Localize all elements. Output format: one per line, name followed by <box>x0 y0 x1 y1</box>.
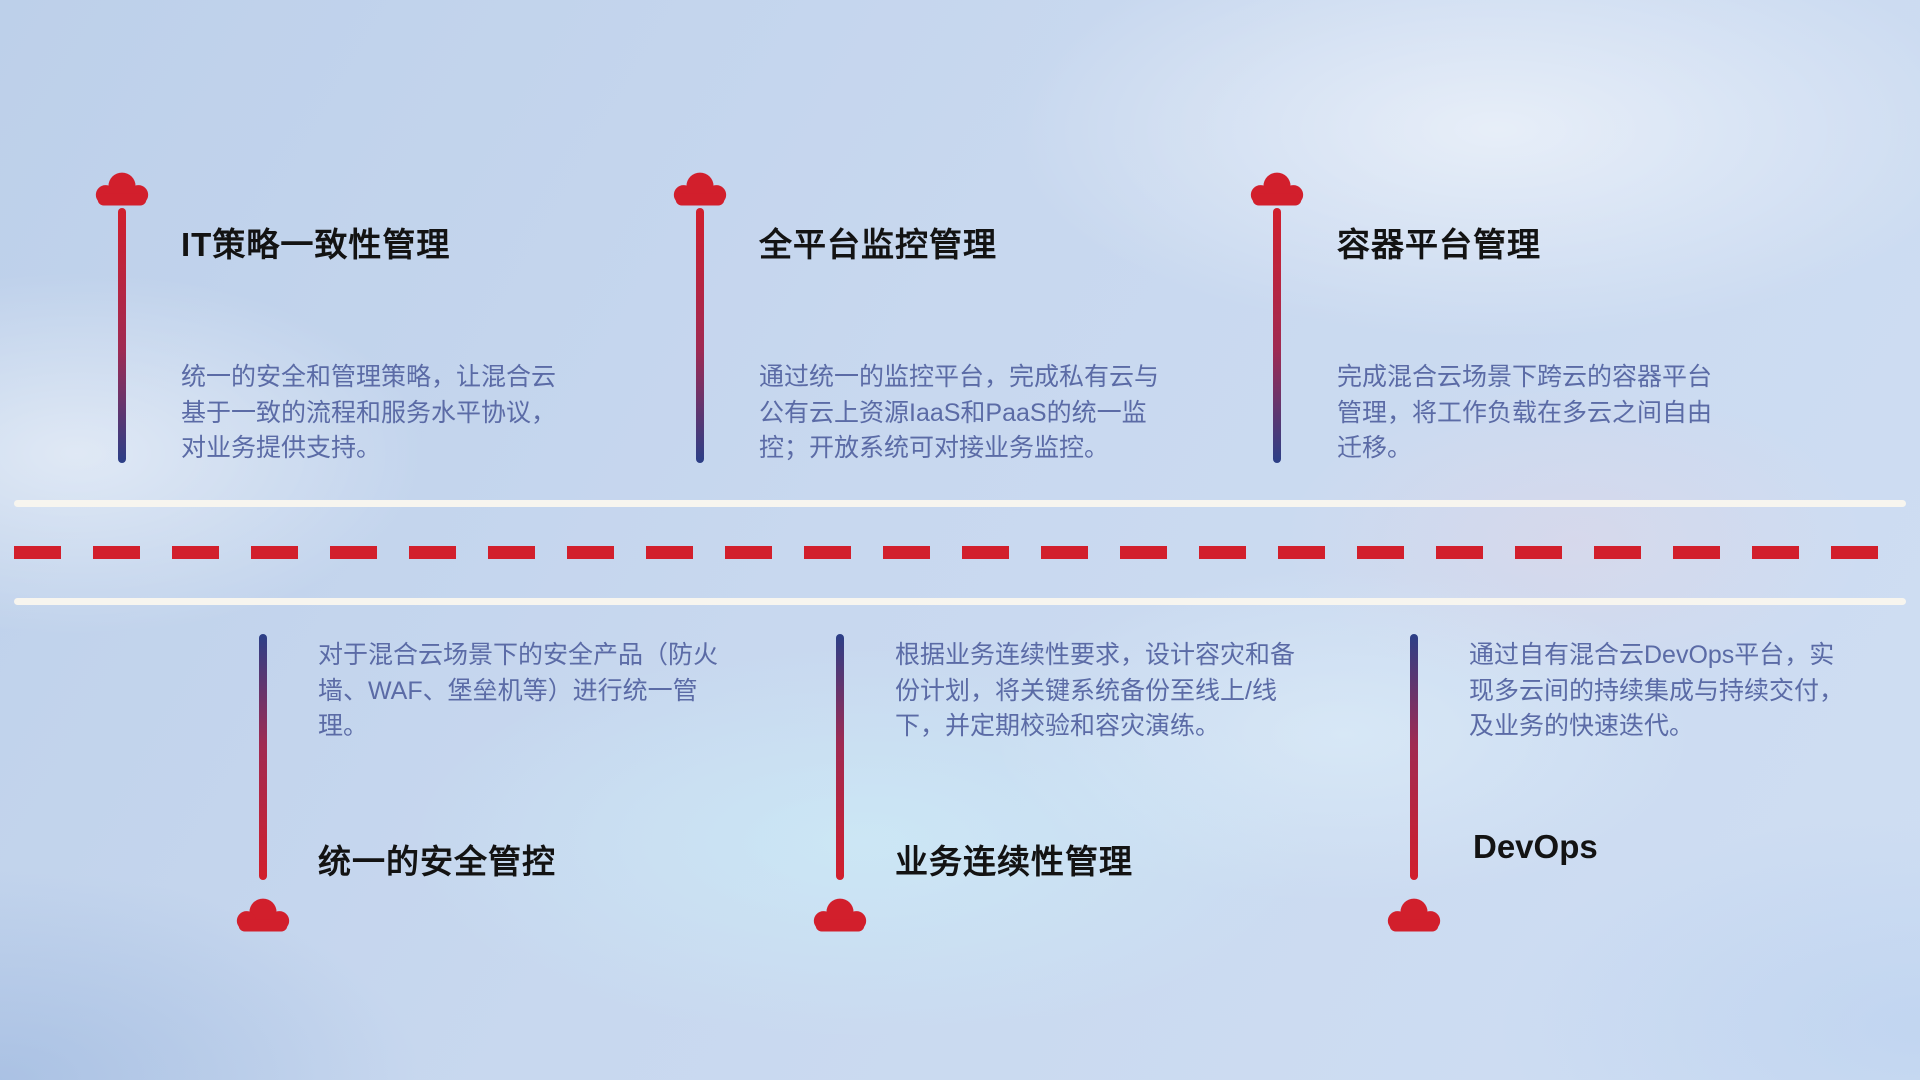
item-description: 完成混合云场景下跨云的容器平台管理，将工作负载在多云之间自由迁移。 <box>1337 363 1713 462</box>
item-description: 对于混合云场景下的安全产品（防火墙、WAF、堡垒机等）进行统一管理。 <box>318 641 719 740</box>
connector-line <box>1273 208 1281 463</box>
item-title: IT策略一致性管理 <box>181 226 451 263</box>
item-description: 通过统一的监控平台，完成私有云与公有云上资源IaaS和PaaS的统一监控；开放系… <box>759 363 1160 462</box>
cloud-icon <box>1387 898 1441 932</box>
item-description: 通过自有混合云DevOps平台，实现多云间的持续集成与持续交付，及业务的快速迭代… <box>1469 641 1845 740</box>
item-title: DevOps <box>1473 828 1598 865</box>
cloud-icon <box>1250 172 1304 206</box>
item-title: 全平台监控管理 <box>759 226 997 263</box>
item-title: 容器平台管理 <box>1337 226 1541 263</box>
connector-line <box>696 208 704 463</box>
road-bottom-line <box>14 598 1906 605</box>
cloud-icon <box>813 898 867 932</box>
item-description: 统一的安全和管理策略，让混合云基于一致的流程和服务水平协议，对业务提供支持。 <box>181 363 557 462</box>
connector-line <box>836 634 844 880</box>
cloud-icon <box>95 172 149 206</box>
item-title: 统一的安全管控 <box>318 843 556 880</box>
road-dashed-centerline <box>14 546 1906 559</box>
connector-line <box>1410 634 1418 880</box>
cloud-icon <box>236 898 290 932</box>
connector-line <box>118 208 126 463</box>
road-top-line <box>14 500 1906 507</box>
item-title: 业务连续性管理 <box>895 843 1133 880</box>
cloud-icon <box>673 172 727 206</box>
item-description: 根据业务连续性要求，设计容灾和备份计划，将关键系统备份至线上/线下，并定期校验和… <box>895 641 1296 740</box>
connector-line <box>259 634 267 880</box>
